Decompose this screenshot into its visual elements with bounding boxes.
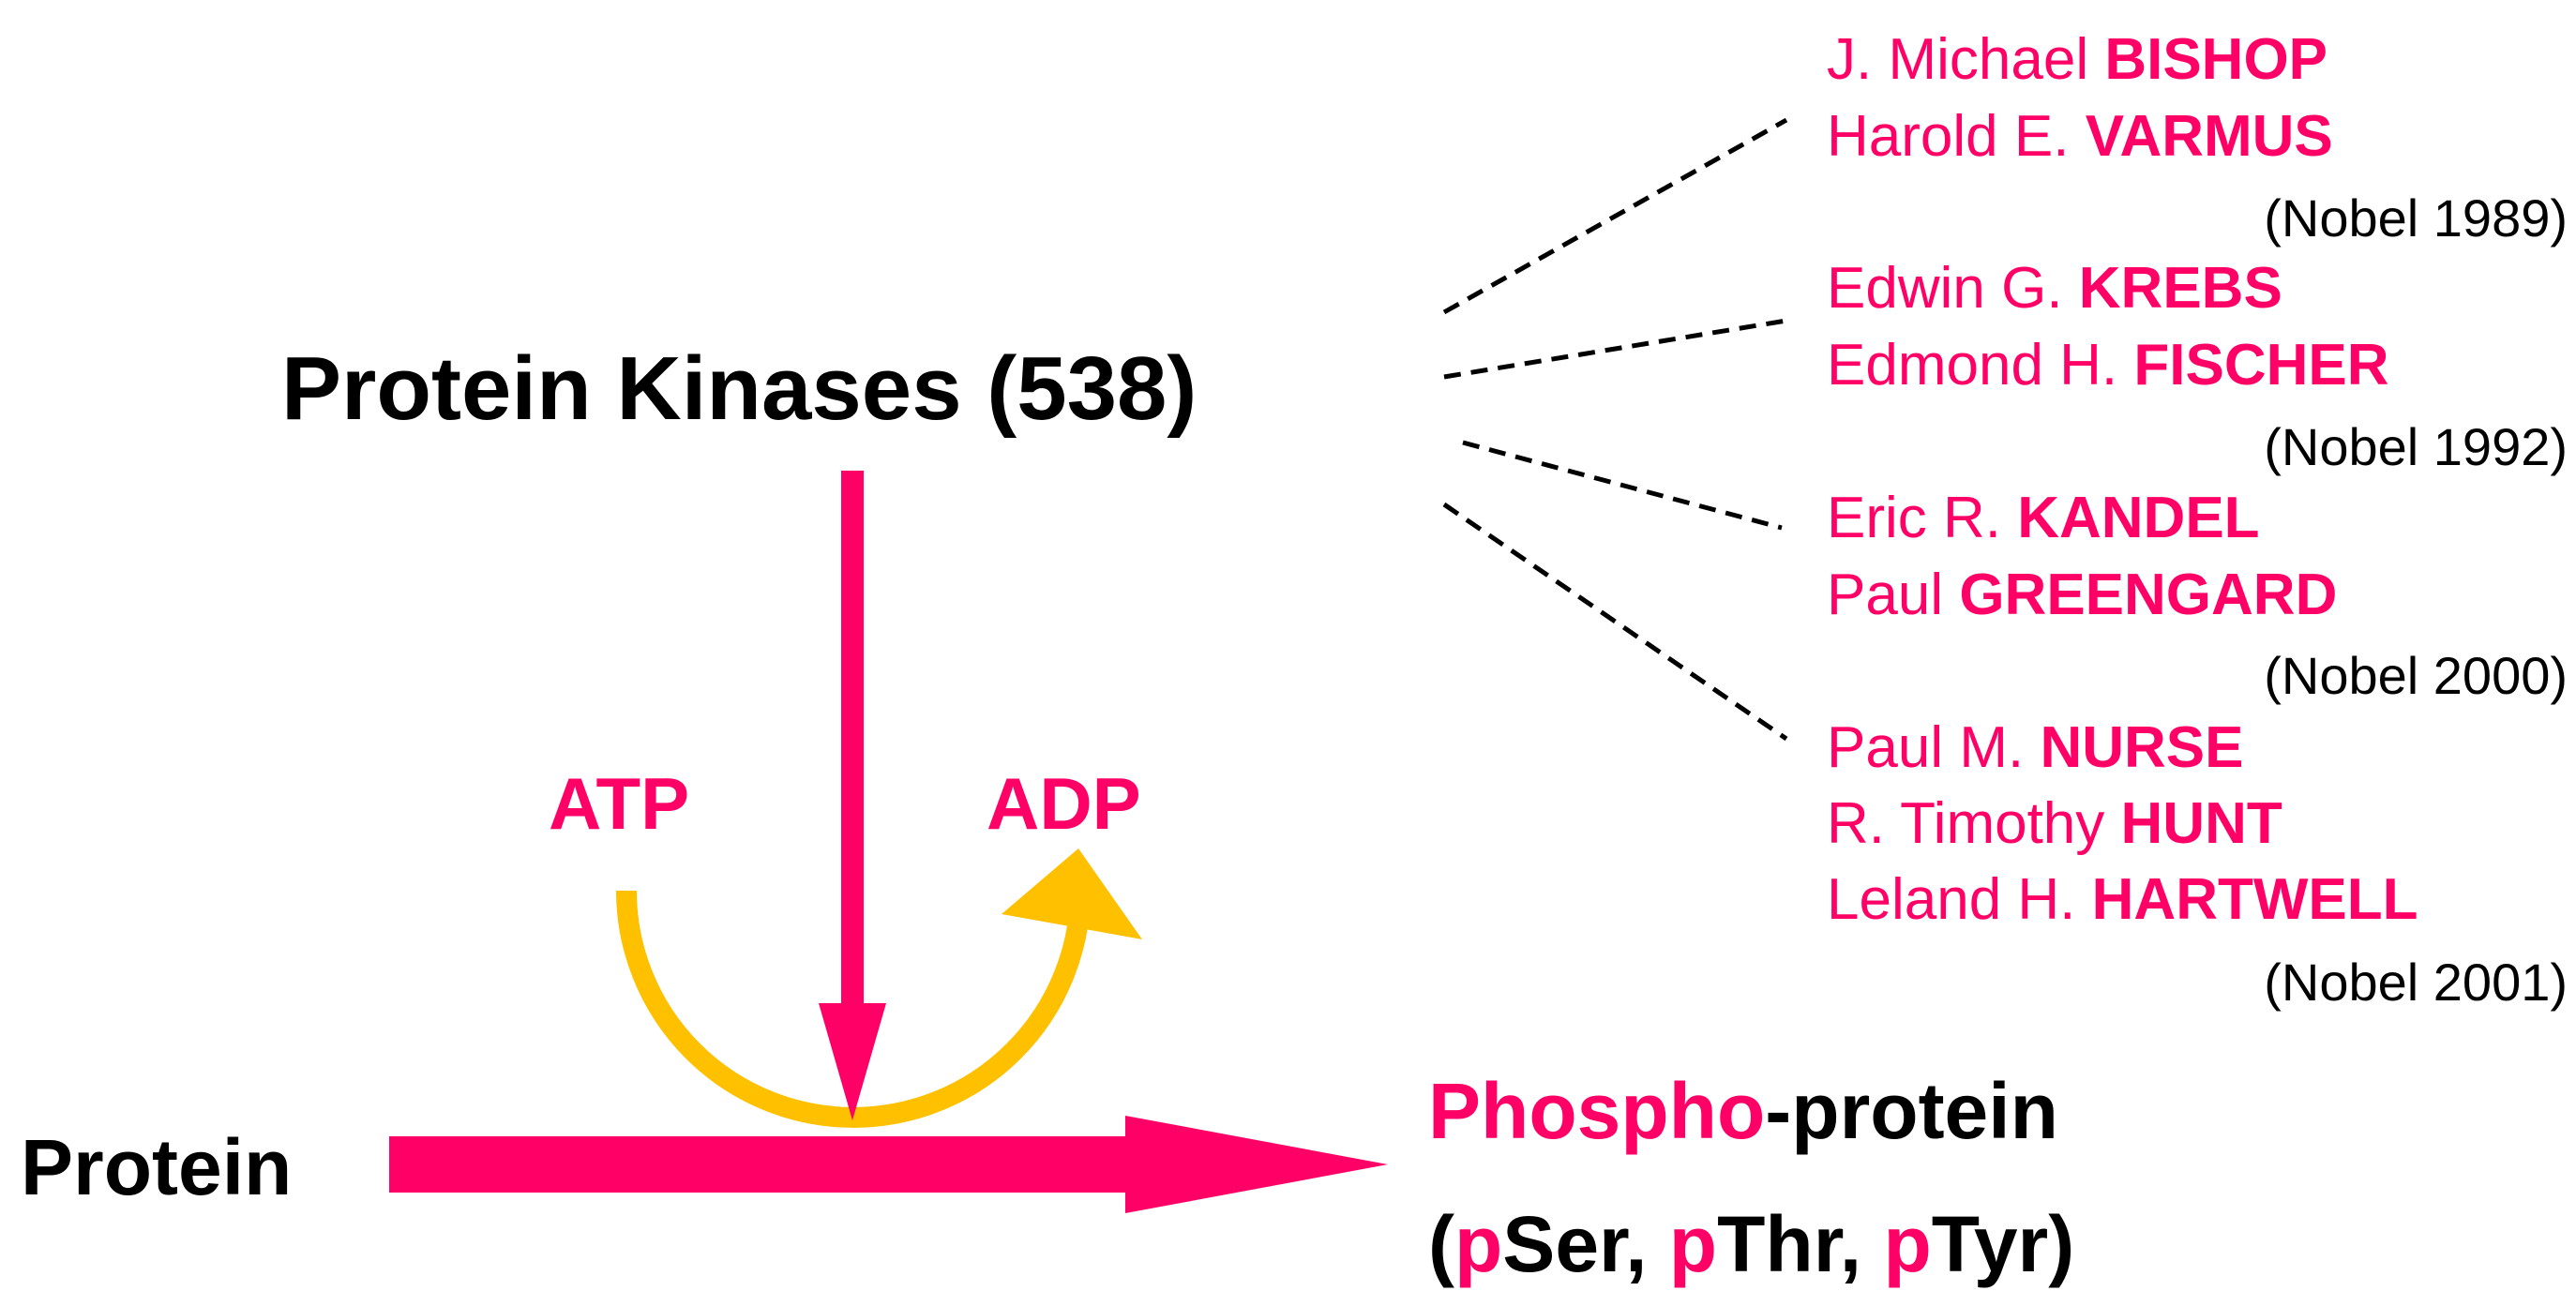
p-prefix-ser: p (1454, 1200, 1503, 1288)
p-prefix-thr: p (1668, 1200, 1718, 1288)
connector-1992 (1443, 318, 1787, 380)
laureate-name: Paul GREENGARD (1827, 566, 2337, 624)
laureate-given: Edwin G. (1827, 256, 2063, 321)
laureate-name: Eric R. KANDEL (1827, 489, 2260, 548)
laureate-name: Edwin G. KREBS (1827, 260, 2282, 318)
laureate-name: R. Timothy HUNT (1827, 795, 2282, 853)
product-open-paren: ( (1428, 1200, 1454, 1288)
laureate-given: Leland H. (1827, 867, 2076, 932)
kinase-arrow (819, 471, 886, 1120)
product-suffix: -protein (1765, 1067, 2058, 1155)
laureate-given: Harold E. (1827, 104, 2070, 169)
nobel-year: (Nobel 2000) (2264, 646, 2568, 705)
laureate-surname: KANDEL (2017, 486, 2260, 550)
nobel-year: (Nobel 1989) (2264, 188, 2568, 248)
laureate-surname: NURSE (2040, 715, 2244, 780)
laureate-given: Edmond H. (1827, 333, 2118, 398)
laureate-name: Edmond H. FISCHER (1827, 337, 2389, 395)
atp-label: ATP (549, 762, 690, 845)
connector-1989 (1442, 117, 1788, 315)
adp-label: ADP (987, 762, 1141, 845)
substrate-label: Protein (21, 1123, 293, 1211)
laureate-surname: KREBS (2078, 256, 2282, 321)
laureate-surname: HARTWELL (2091, 867, 2418, 932)
laureate-name: J. Michael BISHOP (1827, 31, 2327, 89)
laureate-given: Paul M. (1827, 715, 2025, 780)
laureate-name: Harold E. VARMUS (1827, 108, 2333, 166)
nobel-year: (Nobel 1992) (2264, 417, 2568, 476)
laureate-surname: GREENGARD (1959, 563, 2338, 627)
laureate-given: R. Timothy (1827, 791, 2105, 856)
residue-thr: Thr, (1717, 1200, 1884, 1288)
laureate-surname: VARMUS (2085, 104, 2333, 169)
laureate-connectors (1442, 117, 1788, 742)
diagram-title: Protein Kinases (538) (281, 338, 1198, 439)
laureate-given: Eric R. (1827, 486, 2001, 550)
product-line-1: Phospho-protein (1428, 1072, 2058, 1150)
p-prefix-tyr: p (1883, 1200, 1932, 1288)
product-line-2: (pSer, pThr, pTyr) (1428, 1205, 2074, 1283)
laureate-name: Paul M. NURSE (1827, 719, 2243, 777)
residue-tyr: Tyr) (1931, 1200, 2075, 1288)
laureate-surname: HUNT (2120, 791, 2282, 856)
atp-adp-arrow (616, 848, 1142, 1128)
residue-ser: Ser, (1502, 1200, 1669, 1288)
laureate-given: J. Michael (1827, 27, 2089, 92)
laureate-name: Leland H. HARTWELL (1827, 871, 2418, 929)
nobel-year: (Nobel 2001) (2264, 953, 2568, 1012)
reaction-arrow (389, 1116, 1388, 1213)
laureate-surname: FISCHER (2133, 333, 2389, 398)
connector-2000 (1462, 440, 1783, 531)
product-prefix: Phospho (1428, 1067, 1766, 1155)
laureate-given: Paul (1827, 563, 1944, 627)
laureate-surname: BISHOP (2104, 27, 2328, 92)
connector-2001 (1442, 502, 1788, 742)
